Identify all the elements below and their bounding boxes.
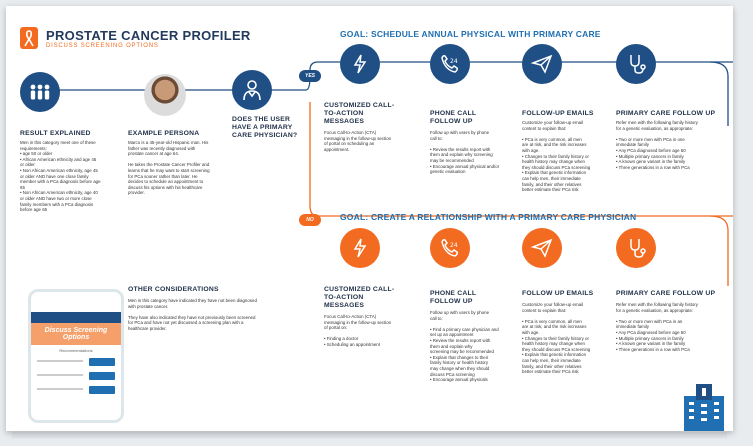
sheet-shadow xyxy=(12,432,727,438)
ribbon-logo-icon xyxy=(20,27,38,49)
doctor-icon xyxy=(232,70,272,110)
phone-24-icon: 24 xyxy=(430,44,470,84)
no-primary-body: Refer men with the following family hist… xyxy=(616,302,698,352)
other-heading: OTHER CONSIDERATIONS xyxy=(128,286,219,293)
no-primary-heading: PRIMARY CARE FOLLOW UP xyxy=(616,290,716,297)
phone-row xyxy=(37,358,115,368)
phone-24-icon: 24 xyxy=(430,228,470,268)
stethoscope-icon xyxy=(616,44,656,84)
paper-plane-icon xyxy=(522,44,562,84)
flow-sheet: PROSTATE CANCER PROFILER DISCUSS SCREENI… xyxy=(6,6,733,431)
yes-email-heading: FOLLOW-UP EMAILS xyxy=(522,110,594,117)
connector-yes-right xyxy=(709,61,729,126)
building-icon xyxy=(684,384,724,431)
phone-recommendations-label: Recommendations xyxy=(59,348,93,353)
yes-badge: YES xyxy=(299,70,321,82)
phone-row xyxy=(37,386,115,396)
connector-no-right xyxy=(709,215,729,286)
persona-heading: EXAMPLE PERSONA xyxy=(128,130,200,137)
persona-photo xyxy=(144,74,186,116)
page-title: PROSTATE CANCER PROFILER xyxy=(46,28,251,43)
phone-row xyxy=(37,372,115,382)
group-people-icon xyxy=(20,72,60,112)
page-subtitle: DISCUSS SCREENING OPTIONS xyxy=(46,43,159,49)
other-body: Men in this category have indicated they… xyxy=(128,298,257,331)
svg-text:24: 24 xyxy=(450,242,458,249)
flash-message-icon xyxy=(340,44,380,84)
no-badge: NO xyxy=(299,214,321,226)
stethoscope-icon xyxy=(616,228,656,268)
result-heading: RESULT EXPLAINED xyxy=(20,130,91,137)
yes-primary-heading: PRIMARY CARE FOLLOW UP xyxy=(616,110,716,117)
yes-cta-body: Focus Call-to-Action (CTA)messaging in t… xyxy=(324,130,392,152)
goal-yes-title: GOAL: SCHEDULE ANNUAL PHYSICAL WITH PRIM… xyxy=(340,29,601,39)
paper-plane-icon xyxy=(522,228,562,268)
svg-text:24: 24 xyxy=(450,58,458,65)
phone-nav-bar xyxy=(31,312,121,323)
flash-message-icon xyxy=(340,228,380,268)
no-email-heading: FOLLOW UP EMAILS xyxy=(522,290,594,297)
goal-no-title: GOAL: CREATE A RELATIONSHIP WITH A PRIMA… xyxy=(340,212,637,222)
no-cta-body: Focus Call-to-Action (CTA)messaging in t… xyxy=(324,314,392,347)
yes-primary-body: Refer men with the following family hist… xyxy=(616,120,698,170)
persona-body: Marco is a 45-year-old Hispanic man. His… xyxy=(128,140,210,196)
